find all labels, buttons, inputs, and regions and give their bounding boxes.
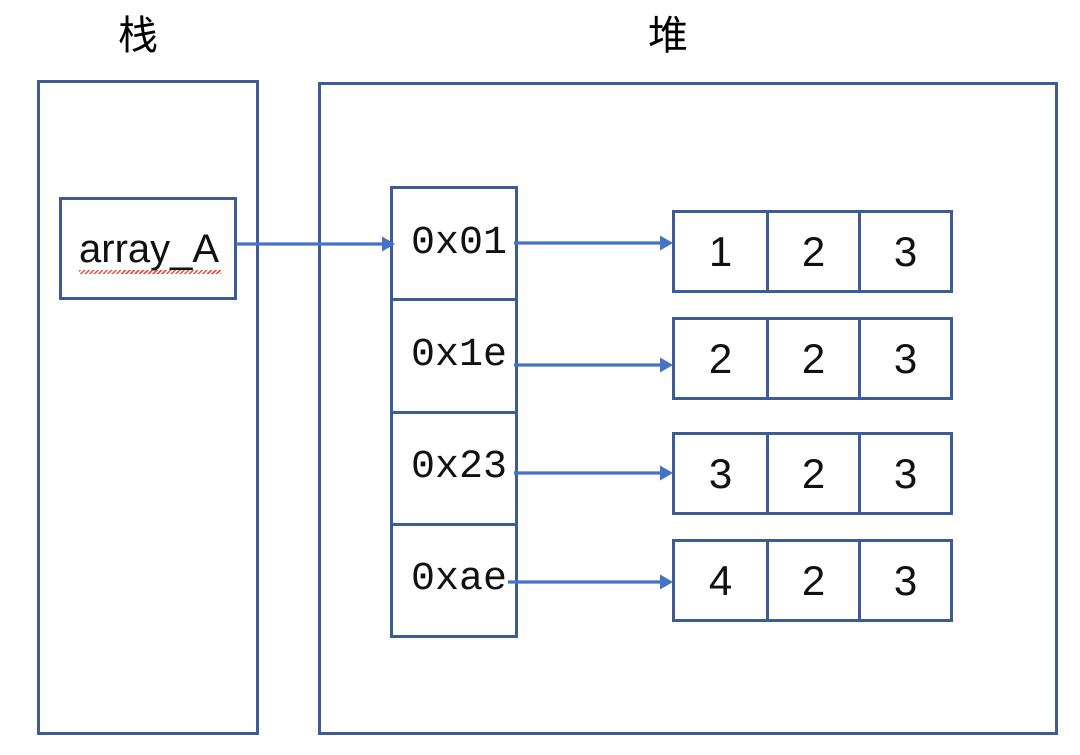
value-cell[interactable]: 2 — [672, 317, 769, 400]
stack-variable-label: array_A — [79, 226, 222, 274]
value-cell[interactable]: 3 — [858, 317, 953, 400]
heap-value-row: 3 2 3 — [672, 432, 953, 515]
value-cell[interactable]: 4 — [672, 539, 769, 622]
pointer-address-label: 0x1e — [411, 332, 508, 378]
pointer-cell[interactable]: 0x1e — [393, 301, 515, 414]
value-cell[interactable]: 3 — [672, 432, 769, 515]
value-cell[interactable]: 3 — [858, 432, 953, 515]
pointer-cell[interactable]: 0xae — [393, 525, 515, 635]
value-cell[interactable]: 3 — [858, 539, 953, 622]
pointer-address-label: 0x01 — [411, 220, 508, 266]
stack-variable-box[interactable]: array_A — [59, 197, 237, 300]
value-cell[interactable]: 2 — [766, 210, 861, 293]
heap-value-row: 4 2 3 — [672, 539, 953, 622]
heap-pointer-column: 0x01 0x1e 0x23 0xae — [390, 186, 518, 638]
pointer-address-label: 0xae — [411, 557, 508, 603]
pointer-address-label: 0x23 — [411, 445, 508, 491]
value-cell[interactable]: 1 — [672, 210, 769, 293]
pointer-cell[interactable]: 0x23 — [393, 413, 515, 526]
pointer-cell[interactable]: 0x01 — [393, 189, 515, 302]
value-cell[interactable]: 3 — [858, 210, 953, 293]
heap-value-row: 1 2 3 — [672, 210, 953, 293]
stack-container — [37, 80, 259, 735]
value-cell[interactable]: 2 — [766, 539, 861, 622]
value-cell[interactable]: 2 — [766, 432, 861, 515]
heap-value-row: 2 2 3 — [672, 317, 953, 400]
stack-region-label: 栈 — [118, 14, 158, 58]
heap-region-label: 堆 — [648, 14, 688, 58]
value-cell[interactable]: 2 — [766, 317, 861, 400]
